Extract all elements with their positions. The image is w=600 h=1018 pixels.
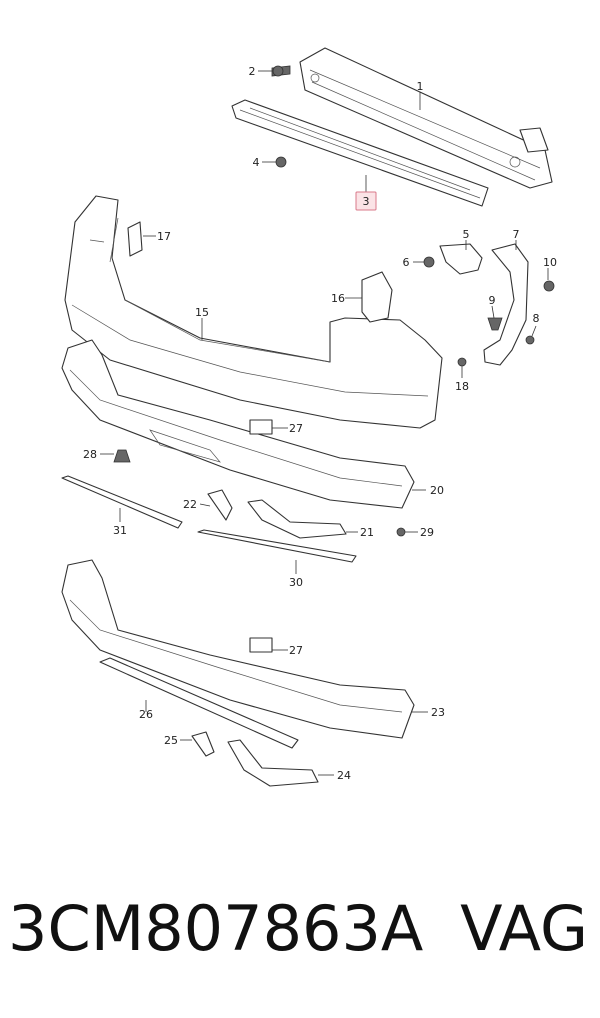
callout-9: 9: [489, 294, 496, 307]
callout-27-lower: 27: [289, 644, 303, 657]
highlight-box: [355, 191, 377, 211]
callout-16: 16: [331, 292, 345, 305]
part-strip-31: [61, 475, 183, 529]
part-clip-10: [543, 280, 555, 292]
part-diffuser-26: [99, 657, 299, 749]
part-screw-29: [396, 527, 406, 537]
part-strip-30: [197, 529, 357, 563]
callout-17: 17: [157, 230, 171, 243]
callout-6: 6: [403, 256, 410, 269]
part-bracket-17: [127, 221, 143, 257]
callout-3: 3: [363, 195, 370, 208]
callout-15: 15: [195, 306, 209, 319]
callout-25: 25: [164, 734, 178, 747]
callout-21: 21: [360, 526, 374, 539]
part-bumper-cover: [64, 195, 443, 429]
part-clip-28: [113, 449, 131, 463]
part-trim-24: [227, 739, 319, 787]
footer: 3CM807863A VAG: [0, 880, 600, 990]
part-screw-8: [525, 335, 535, 345]
callout-31: 31: [113, 524, 127, 537]
exploded-parts-diagram: 1 2 3 4 5 6 7 8 9 10 15 16 17 18 20 21 2…: [61, 47, 557, 787]
part-cap-16: [361, 271, 393, 323]
callout-27: 27: [289, 422, 303, 435]
brand-name: VAG: [460, 892, 588, 965]
callout-18: 18: [455, 380, 469, 393]
leader-lines: [100, 70, 549, 776]
callout-labels: 1 2 3 4 5 6 7 8 9 10 15 16 17 18 20 21 2…: [83, 65, 557, 782]
callout-4: 4: [253, 156, 260, 169]
part-plate-27-lower: [249, 637, 273, 653]
part-side-bracket-7: [483, 243, 529, 366]
part-energy-absorber: [231, 99, 489, 207]
part-plate-27: [249, 419, 273, 435]
callout-20: 20: [430, 484, 444, 497]
callout-5: 5: [463, 228, 470, 241]
callout-1: 1: [417, 80, 424, 93]
part-cover-22: [207, 489, 233, 521]
part-screw-2: [271, 65, 291, 77]
callout-2: 2: [249, 65, 256, 78]
part-screw-18: [457, 357, 467, 367]
part-trim-21: [247, 499, 347, 539]
part-lower-bumper-20: [61, 339, 415, 509]
callout-30: 30: [289, 576, 303, 589]
callout-26: 26: [139, 708, 153, 721]
callout-22: 22: [183, 498, 197, 511]
callout-29: 29: [420, 526, 434, 539]
callout-23: 23: [431, 706, 445, 719]
callout-7: 7: [513, 228, 520, 241]
part-reinforcement-bar: [299, 47, 553, 189]
callout-24: 24: [337, 769, 351, 782]
part-clip-9: [487, 317, 503, 331]
callout-28: 28: [83, 448, 97, 461]
part-nut-4: [275, 156, 287, 168]
part-cover-25: [191, 731, 215, 757]
part-number: 3CM807863A: [8, 892, 424, 965]
part-lower-bumper-23: [61, 559, 415, 739]
callout-8: 8: [533, 312, 540, 325]
part-bracket-5: [423, 243, 483, 275]
callout-10: 10: [543, 256, 557, 269]
